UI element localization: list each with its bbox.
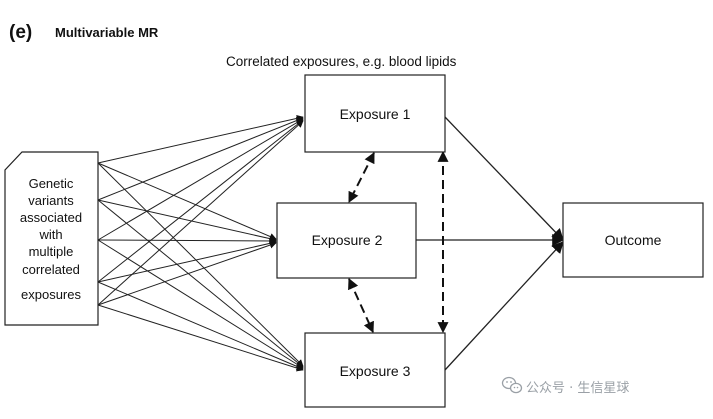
wechat-icon [501,376,523,394]
exposure-1-label: Exposure 1 [340,106,411,122]
genetic-variants-node: Genetic variants associated with multipl… [4,151,99,326]
edge-gv-exposure-3 [97,281,304,370]
edge-gv-exposure-3 [97,199,304,368]
edge-gv-exposure-2 [97,199,277,243]
edge-gv-exposure-1 [97,118,304,241]
outcome-node: Outcome [562,202,704,278]
correlation-exposure-1-2 [348,152,375,203]
correlation-exposure-2-3 [348,277,374,334]
watermark-text: 公众号 · 生信星球 [526,381,629,396]
genetic-variants-line: multiple [29,244,74,259]
edge-gv-exposure-1 [97,120,304,306]
panel-label: (e) [9,22,32,43]
genetic-variants-line: correlated [22,262,80,277]
edge-gv-exposure-3 [97,162,304,367]
exposure-1-node: Exposure 1 [304,74,446,153]
edge-gv-exposure-3 [97,304,304,372]
edge-gv-exposure-2 [97,237,277,245]
genetic-variants-line: Genetic [29,176,74,191]
genetic-variants-line: associated [20,210,82,225]
edge-gv-exposure-3 [97,239,304,369]
edge-gv-exposure-1 [97,119,304,283]
genetic-variants-line: exposures [21,287,81,302]
instrument-edges [97,114,304,372]
exposure-3-node: Exposure 3 [304,332,446,408]
edge-gv-exposure-1 [97,117,304,201]
exposure-2-label: Exposure 2 [312,232,383,248]
edge-gv-exposure-1 [97,114,304,164]
exposure-3-label: Exposure 3 [340,363,411,379]
edge-gv-exposure-2 [97,239,277,283]
causal-edges [416,116,565,371]
outcome-label: Outcome [605,232,662,248]
edge-exposure-3-outcome [444,241,564,371]
exposures-caption: Correlated exposures, e.g. blood lipids [226,54,457,69]
edge-gv-exposure-2 [97,162,277,240]
panel-title: Multivariable MR [55,25,159,40]
edge-exposure-1-outcome [444,116,564,241]
correlation-edges [348,150,449,334]
genetic-variants-line: variants [28,193,74,208]
watermark: 公众号 · 生信星球 [501,376,629,396]
exposure-2-node: Exposure 2 [276,202,417,279]
genetic-variants-line: with [38,227,62,242]
